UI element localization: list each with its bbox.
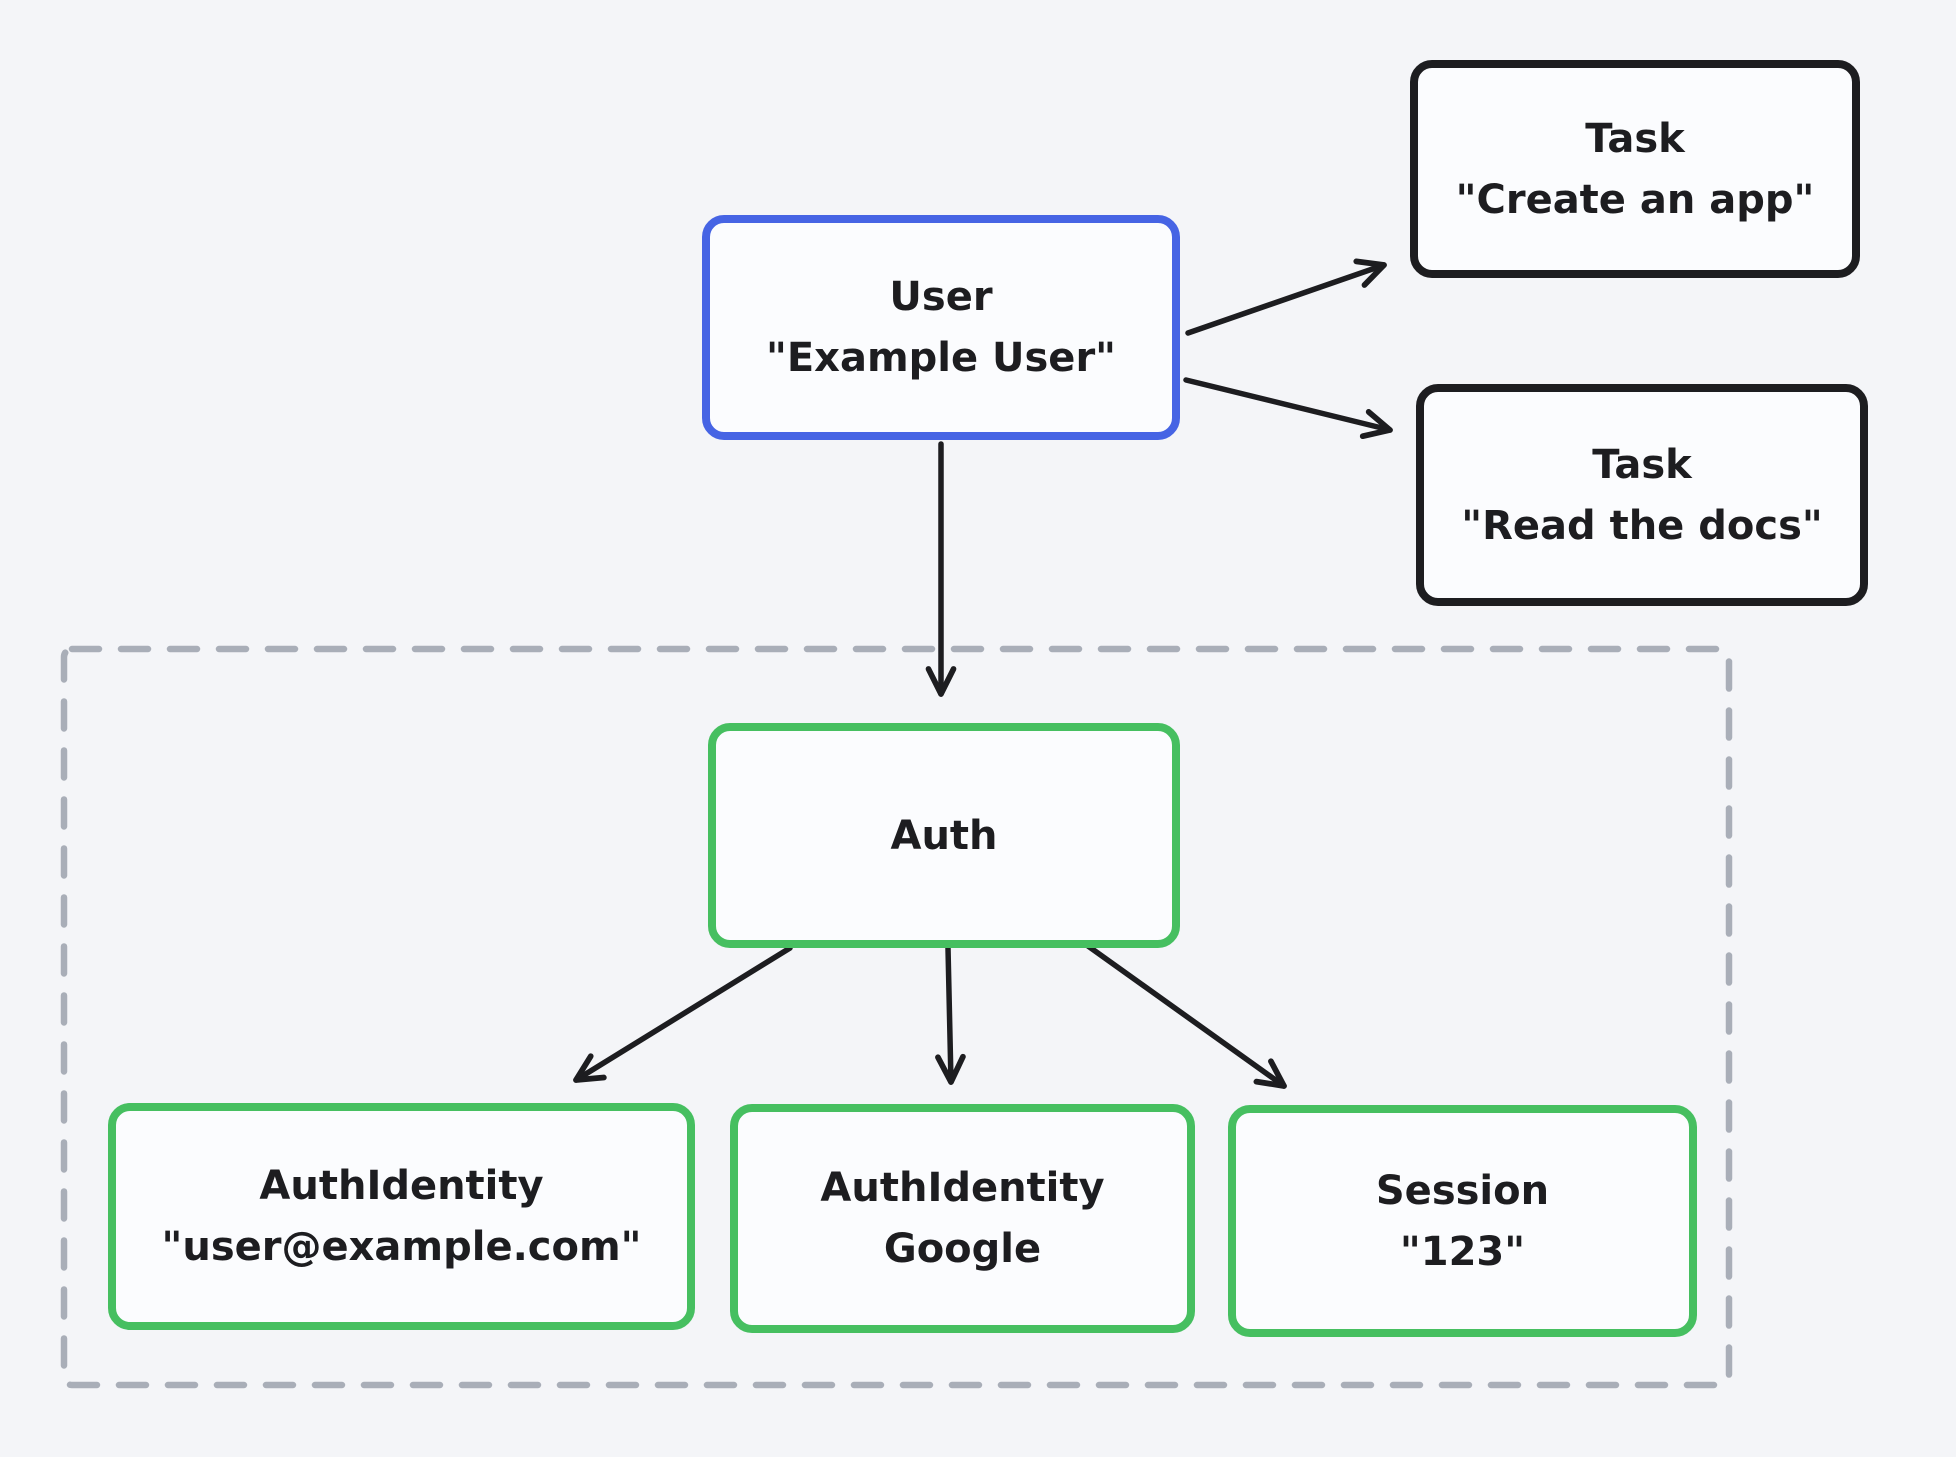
node-user-subtitle: "Example User" (765, 335, 1117, 381)
node-auth-identity-google: AuthIdentity Google (730, 1104, 1195, 1333)
node-auth: Auth (708, 723, 1180, 948)
edge-user-to-task-read (1183, 377, 1393, 440)
node-auth-identity-email: AuthIdentity "user@example.com" (108, 1103, 695, 1330)
node-user: User "Example User" (702, 215, 1180, 440)
node-session: Session "123" (1228, 1105, 1697, 1337)
node-task-create-title: Task (1585, 115, 1685, 162)
edge-auth-to-auth-identity-google (935, 945, 966, 1085)
node-task-create: Task "Create an app" (1410, 60, 1860, 278)
node-task-read-title: Task (1592, 441, 1692, 488)
edge-auth-to-session (1085, 943, 1287, 1089)
edge-auth-to-auth-identity-email (573, 945, 793, 1083)
node-task-read-subtitle: "Read the docs" (1461, 502, 1823, 549)
node-task-read: Task "Read the docs" (1416, 384, 1868, 606)
node-task-create-subtitle: "Create an app" (1455, 176, 1815, 223)
node-auth-identity-email-subtitle: "user@example.com" (161, 1224, 642, 1270)
node-auth-title: Auth (890, 812, 998, 859)
edge-user-to-task-create (1185, 258, 1387, 336)
node-user-title: User (889, 274, 993, 320)
node-session-subtitle: "123" (1399, 1228, 1526, 1275)
auth-group-dashed-container (60, 645, 1733, 1389)
node-auth-identity-google-subtitle: Google (883, 1226, 1042, 1272)
node-auth-identity-email-title: AuthIdentity (259, 1163, 544, 1209)
node-auth-identity-google-title: AuthIdentity (820, 1165, 1105, 1211)
node-session-title: Session (1375, 1167, 1550, 1214)
